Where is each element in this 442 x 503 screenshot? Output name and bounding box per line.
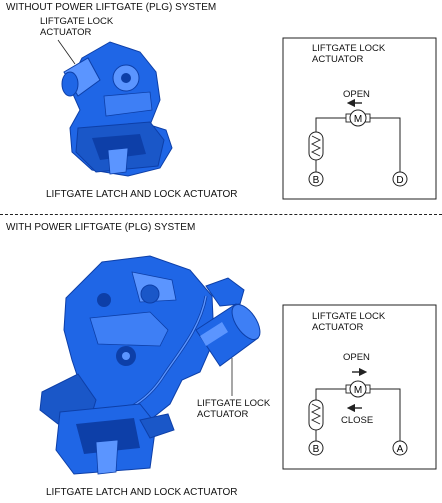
motor-bottom-icon — [349, 380, 367, 398]
terminal-d-top-label: D — [396, 175, 403, 186]
caption-bottom: LIFTGATE LATCH AND LOCK ACTUATOR — [46, 487, 238, 498]
motor-top-symbol: M — [354, 114, 362, 125]
schematic-top-frame — [282, 37, 437, 200]
actuator-label-top-2: ACTUATOR — [40, 27, 92, 38]
section-title-top: WITHOUT POWER LIFTGATE (PLG) SYSTEM — [6, 2, 217, 13]
caption-top: LIFTGATE LATCH AND LOCK ACTUATOR — [46, 189, 238, 200]
latch-actuator-top-illustration — [57, 39, 173, 177]
actuator-label-bottom-1: LIFTGATE LOCK — [197, 398, 271, 409]
schematic-bottom-title-2: ACTUATOR — [312, 322, 364, 333]
thermistor-bottom-icon — [308, 399, 324, 431]
schematic-bottom: M B A — [282, 304, 437, 470]
terminal-b-top — [308, 171, 324, 187]
schematic-bottom-title-1: LIFTGATE LOCK — [312, 311, 386, 322]
terminal-b-bottom — [308, 440, 324, 456]
terminal-d-top — [392, 171, 408, 187]
schematic-bottom-frame — [282, 304, 437, 470]
terminal-a-bottom-label: A — [397, 444, 404, 455]
latch-actuator-bottom-illustration — [39, 255, 261, 475]
actuator-label-top-1: LIFTGATE LOCK — [40, 16, 114, 27]
schematic-bottom-close-label: CLOSE — [341, 415, 374, 426]
terminal-a-bottom — [392, 440, 408, 456]
schematic-top-title-1: LIFTGATE LOCK — [312, 43, 386, 54]
terminal-b-top-label: B — [313, 175, 320, 186]
actuator-label-bottom-2: ACTUATOR — [197, 409, 249, 420]
schematic-top-open-label: OPEN — [343, 89, 370, 100]
motor-bottom-symbol: M — [354, 385, 362, 396]
schematic-bottom-open-label: OPEN — [343, 352, 370, 363]
section-title-bottom: WITH POWER LIFTGATE (PLG) SYSTEM — [6, 222, 196, 233]
motor-top-icon — [349, 109, 367, 127]
terminal-b-bottom-label: B — [313, 444, 320, 455]
section-divider — [0, 214, 442, 215]
schematic-top-title-2: ACTUATOR — [312, 54, 364, 65]
schematic-top: M B D — [282, 37, 437, 200]
